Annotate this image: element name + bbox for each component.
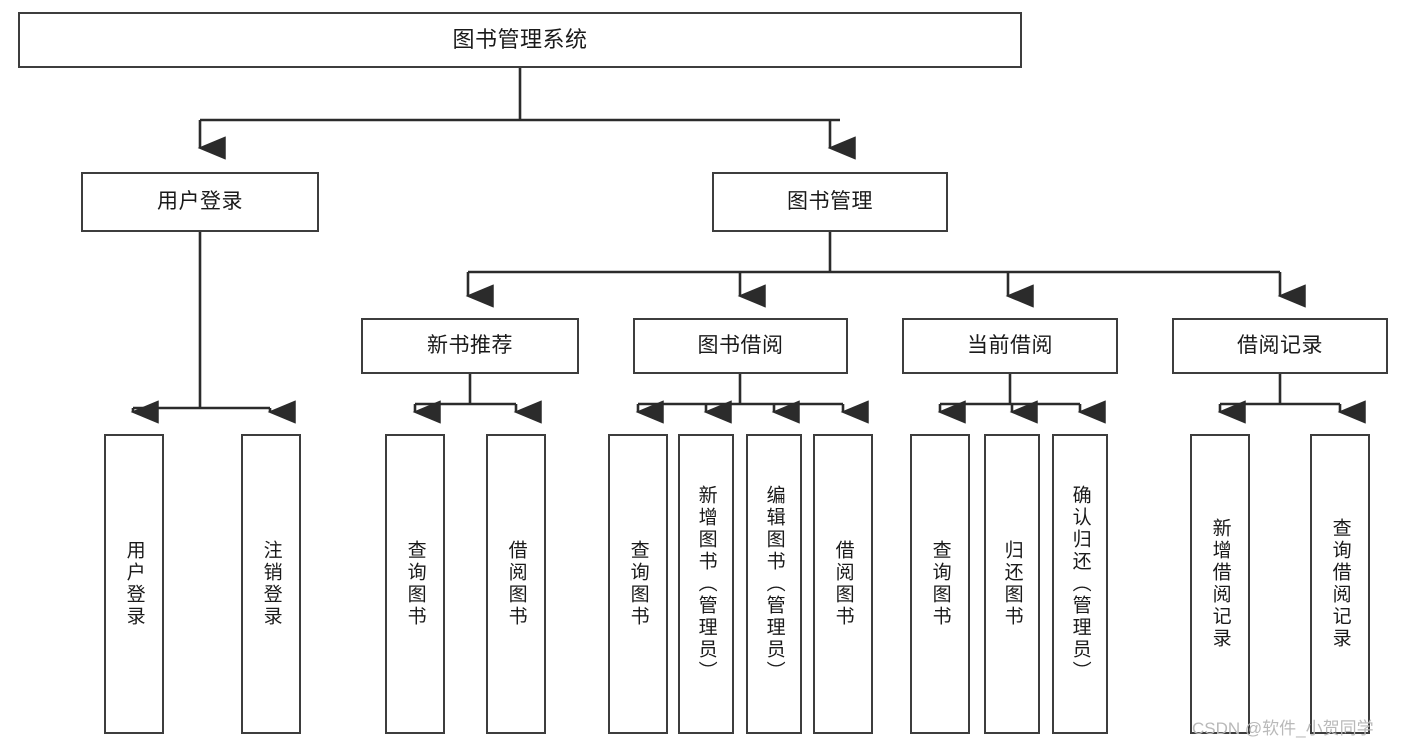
node-leaf-query-borrow-record[interactable]: 查询借阅记录 (1310, 434, 1370, 734)
node-leaf-logout-label: 注销登录 (260, 540, 282, 628)
node-current-borrow-label: 当前借阅 (967, 333, 1053, 357)
node-leaf-user-login[interactable]: 用户登录 (104, 434, 164, 734)
node-leaf-query-book-borrow[interactable]: 查询图书 (608, 434, 668, 734)
node-leaf-borrow-book-rec-label: 借阅图书 (505, 540, 527, 628)
node-leaf-borrow-book-rec[interactable]: 借阅图书 (486, 434, 546, 734)
node-root-label: 图书管理系统 (452, 27, 588, 53)
node-leaf-user-login-label: 用户登录 (123, 540, 145, 628)
node-leaf-return-book-label: 归还图书 (1001, 540, 1023, 628)
node-user-login-label: 用户登录 (157, 189, 243, 213)
node-new-book-recommend[interactable]: 新书推荐 (361, 318, 579, 374)
node-user-login[interactable]: 用户登录 (81, 172, 319, 232)
node-leaf-add-borrow-record[interactable]: 新增借阅记录 (1190, 434, 1250, 734)
node-leaf-confirm-return-admin-label: 确认归还（管理员） (1069, 485, 1091, 683)
node-borrow-record[interactable]: 借阅记录 (1172, 318, 1388, 374)
node-borrow-record-label: 借阅记录 (1237, 333, 1323, 357)
node-leaf-query-book-cur[interactable]: 查询图书 (910, 434, 970, 734)
node-leaf-borrow-book-label: 借阅图书 (832, 540, 854, 628)
node-leaf-edit-book-admin[interactable]: 编辑图书（管理员） (746, 434, 802, 734)
node-book-borrow[interactable]: 图书借阅 (633, 318, 848, 374)
node-leaf-confirm-return-admin[interactable]: 确认归还（管理员） (1052, 434, 1108, 734)
node-leaf-query-book-cur-label: 查询图书 (929, 540, 951, 628)
csdn-watermark: CSDN @软件_小贺同学 (1192, 719, 1374, 738)
node-book-manage-label: 图书管理 (787, 189, 873, 213)
node-leaf-borrow-book[interactable]: 借阅图书 (813, 434, 873, 734)
node-book-manage[interactable]: 图书管理 (712, 172, 948, 232)
node-leaf-query-book-rec-label: 查询图书 (404, 540, 426, 628)
node-leaf-add-book-admin-label: 新增图书（管理员） (695, 485, 717, 683)
node-leaf-logout[interactable]: 注销登录 (241, 434, 301, 734)
node-leaf-query-borrow-record-label: 查询借阅记录 (1329, 518, 1351, 650)
node-current-borrow[interactable]: 当前借阅 (902, 318, 1118, 374)
node-leaf-add-book-admin[interactable]: 新增图书（管理员） (678, 434, 734, 734)
node-leaf-query-book-borrow-label: 查询图书 (627, 540, 649, 628)
node-new-book-recommend-label: 新书推荐 (427, 333, 513, 357)
node-leaf-query-book-rec[interactable]: 查询图书 (385, 434, 445, 734)
node-leaf-edit-book-admin-label: 编辑图书（管理员） (763, 485, 785, 683)
node-root[interactable]: 图书管理系统 (18, 12, 1022, 68)
node-leaf-return-book[interactable]: 归还图书 (984, 434, 1040, 734)
node-leaf-add-borrow-record-label: 新增借阅记录 (1209, 518, 1231, 650)
node-book-borrow-label: 图书借阅 (697, 333, 784, 357)
